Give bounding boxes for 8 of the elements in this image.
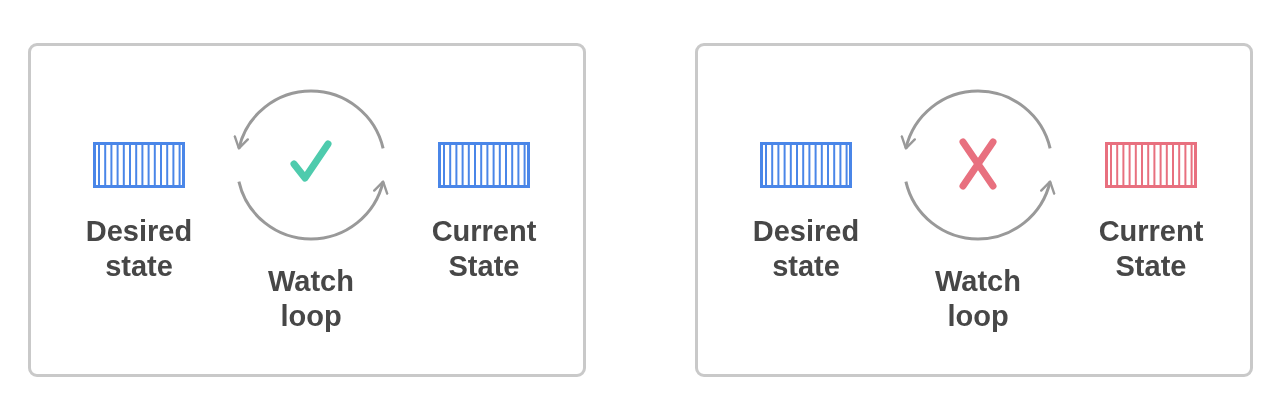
node-label: Current State [1097,214,1205,284]
node-label: Current State [430,214,538,284]
panel [28,43,586,377]
node-label: Watch loop [267,264,355,334]
panel [695,43,1253,377]
node-label: Desired state [84,214,194,284]
node-label: Desired state [751,214,861,284]
node-label: Watch loop [934,264,1022,334]
